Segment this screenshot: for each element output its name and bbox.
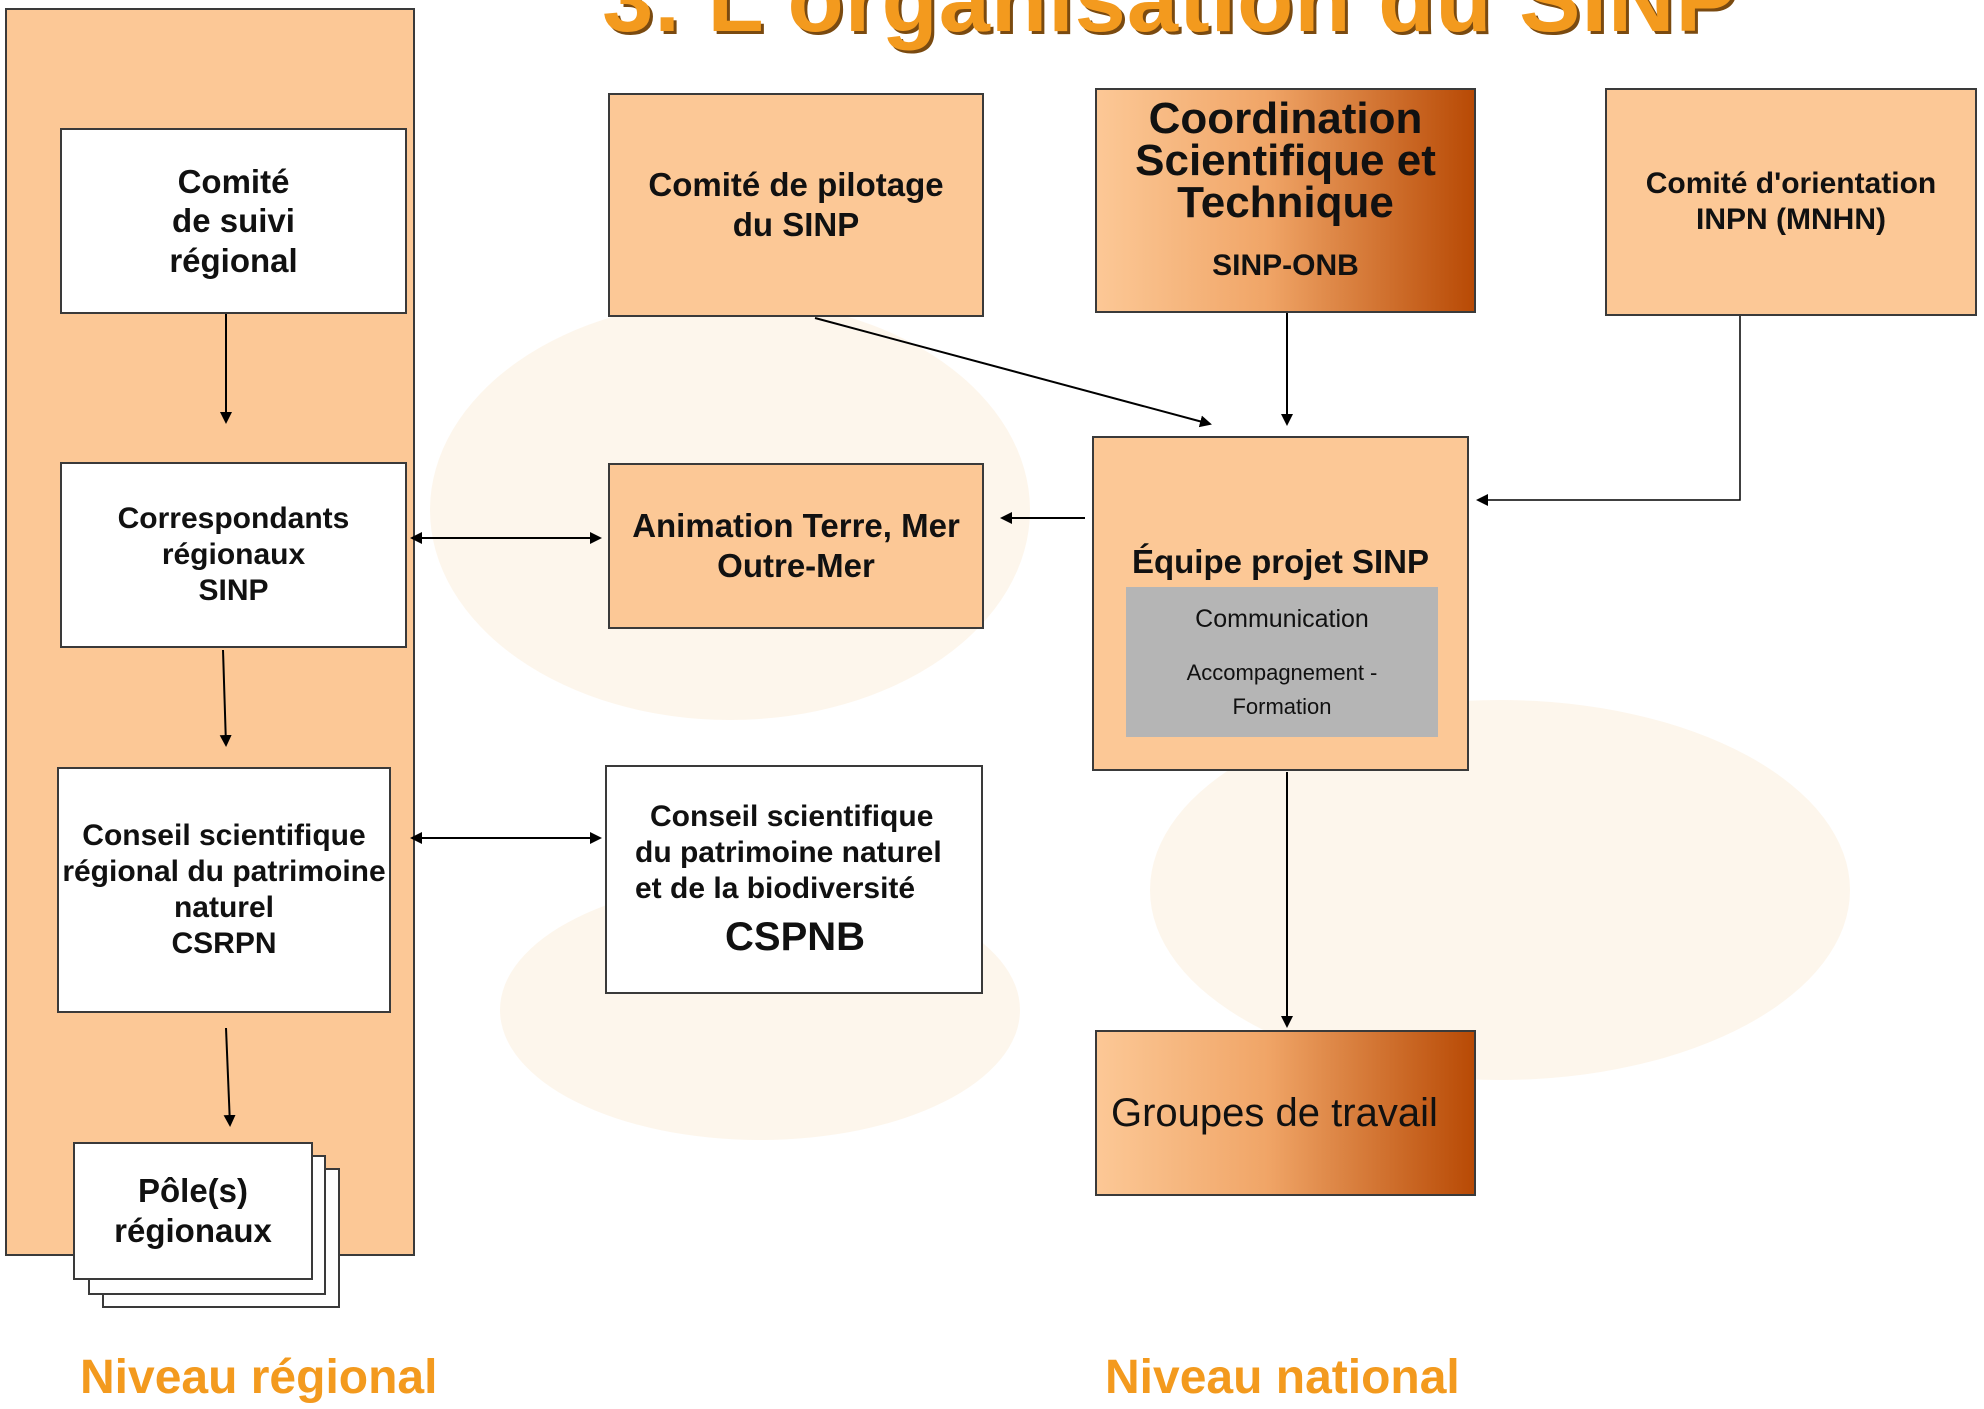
cspnb-box: Conseil scientifique du patrimoine natur…	[605, 765, 983, 994]
communication-label: Communication	[1195, 604, 1369, 633]
footer-niveau-national: Niveau national	[1105, 1351, 1460, 1404]
box-line: de suivi	[172, 202, 295, 240]
arrow-csrpn-to-poles	[223, 1027, 236, 1127]
formation-label: Formation	[1232, 693, 1332, 719]
box-line: naturel	[173, 891, 275, 924]
correspondants-regionaux-box: Correspondants régionaux SINP	[60, 462, 407, 648]
cspnb-acronym: CSPNB	[725, 914, 866, 959]
equipe-activities-block: Communication Accompagnement - Formation	[1126, 587, 1438, 737]
coordination-box: Coordination Scientifique et Technique S…	[1095, 88, 1476, 313]
groupes-travail-box: Groupes de travail	[1095, 1030, 1476, 1196]
box-line: et de la biodiversité	[635, 871, 916, 905]
footer-niveau-regional: Niveau régional	[80, 1351, 438, 1404]
csrpn-box: Conseil scientifique régional du patrimo…	[57, 767, 391, 1013]
arrow-orientation-to-equipe	[1476, 316, 1741, 506]
box-line: SINP	[198, 574, 269, 607]
box-line: Correspondants	[117, 502, 350, 535]
box-line: Comité de pilotage	[648, 166, 944, 204]
box-line: régionaux	[114, 1212, 272, 1249]
box-line: du SINP	[732, 206, 860, 243]
box-line: régional	[169, 241, 298, 279]
arrow-correspondants-to-csrpn	[219, 649, 232, 747]
comite-pilotage-box: Comité de pilotage du SINP	[608, 93, 984, 317]
box-line: CSRPN	[171, 927, 277, 960]
box-line: Conseil scientifique	[650, 799, 934, 833]
page-title: 3. L'organisation du SINP	[602, 0, 1738, 51]
comite-orientation-box: Comité d'orientation INPN (MNHN)	[1605, 88, 1977, 316]
box-line: Conseil scientifique	[82, 819, 366, 852]
box-line: Animation Terre, Mer	[632, 507, 960, 545]
box-line: Scientifique et	[1135, 136, 1436, 185]
box-line: régionaux	[161, 538, 306, 571]
box-line: régional du patrimoine	[62, 855, 386, 888]
box-line: Comité	[177, 162, 290, 200]
groupes-travail-label: Groupes de travail	[1111, 1091, 1438, 1135]
poles-regionaux-box: Pôle(s) régionaux	[73, 1142, 313, 1280]
comite-suivi-regional-box: Comité de suivi régional	[60, 128, 407, 314]
box-line: INPN (MNHN)	[1696, 203, 1886, 236]
coordination-subtitle: SINP-ONB	[1212, 249, 1359, 282]
accompagnement-label: Accompagnement -	[1186, 659, 1378, 685]
box-line: Outre-Mer	[717, 547, 875, 584]
equipe-projet-title: Équipe projet SINP	[1131, 543, 1430, 580]
box-line: Pôle(s)	[137, 1172, 249, 1210]
box-line: du patrimoine naturel	[635, 835, 942, 869]
arrow-pilotage-to-equipe	[814, 317, 1212, 428]
box-line: Technique	[1177, 178, 1394, 227]
box-line: Coordination	[1148, 94, 1423, 143]
box-line: Comité d'orientation	[1645, 167, 1937, 200]
animation-box: Animation Terre, Mer Outre-Mer	[608, 463, 984, 629]
